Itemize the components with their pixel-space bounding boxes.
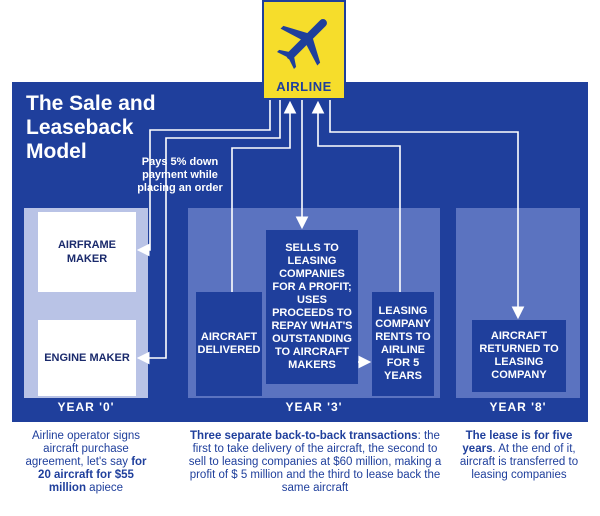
title-line-1: The Sale and (26, 92, 156, 115)
aircraft-returned-box: AIRCRAFT RETURNED TO LEASING COMPANY (472, 320, 566, 392)
airframe-maker-label: AIRFRAME MAKER (57, 239, 117, 265)
caption-8-bold: The lease is for five years (462, 430, 573, 455)
diagram-title: The Sale and Leaseback Model (26, 92, 196, 164)
year-8-label: YEAR '8' (489, 400, 547, 414)
title-line-2: Leaseback (26, 116, 134, 139)
airframe-maker-box: AIRFRAME MAKER (38, 212, 136, 292)
airplane-icon (277, 19, 327, 69)
leasing-rents-label: LEASING COMPANY RENTS TO AIRLINE FOR 5 Y… (375, 305, 431, 382)
arrow-to-returned (329, 100, 525, 320)
year-8-caption: The lease is for five years. At the end … (454, 430, 584, 482)
sells-to-leasing-label: SELLS TO LEASING COMPANIES FOR A PROFIT;… (271, 242, 353, 371)
caption-3-bold: Three separate back-to-back transactions (190, 430, 418, 442)
arrow-delivered-to-airline (231, 100, 297, 292)
caption-0-bold: for 20 aircraft for $55 million (38, 456, 147, 494)
aircraft-delivered-label: AIRCRAFT DELIVERED (197, 331, 261, 356)
engine-maker-label: ENGINE MAKER (44, 352, 130, 364)
sells-to-leasing-box: SELLS TO LEASING COMPANIES FOR A PROFIT;… (266, 230, 358, 384)
caption-0-pre: Airline operator signs aircraft purchase… (25, 430, 141, 468)
engine-maker-box: ENGINE MAKER (38, 320, 136, 396)
arrow-to-engine-maker (136, 100, 281, 365)
down-payment-note: Pays 5% down payment while placing an or… (137, 156, 223, 194)
caption-3-rest: : the first to take delivery of the airc… (188, 430, 442, 494)
caption-8-rest: . At the end of it, aircraft is transfer… (459, 443, 579, 481)
year-0-caption: Airline operator signs aircraft purchase… (20, 430, 152, 495)
arrow-to-airframe-maker (136, 100, 271, 257)
aircraft-returned-label: AIRCRAFT RETURNED TO LEASING COMPANY (479, 330, 559, 381)
arrow-rents-to-airline (311, 100, 401, 292)
caption-0-post: apiece (85, 482, 124, 494)
airline-logo: AIRLINE (262, 0, 346, 100)
title-line-3: Model (26, 140, 87, 163)
leasing-rents-box: LEASING COMPANY RENTS TO AIRLINE FOR 5 Y… (372, 292, 434, 396)
year-3-label: YEAR '3' (285, 400, 343, 414)
year-0-label: YEAR '0' (57, 400, 115, 414)
aircraft-delivered-box: AIRCRAFT DELIVERED (196, 292, 262, 396)
year-3-caption: Three separate back-to-back transactions… (184, 430, 446, 495)
airline-logo-label: AIRLINE (276, 79, 332, 94)
